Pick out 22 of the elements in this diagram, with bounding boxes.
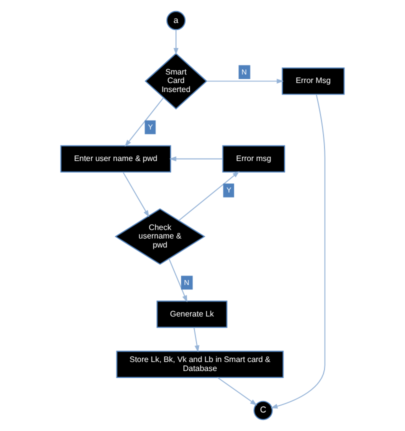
edge-label: Y xyxy=(148,122,153,132)
arrow xyxy=(217,377,258,406)
node-box: Error msg xyxy=(222,145,286,172)
node-diamond: Smart Card Inserted xyxy=(144,52,208,110)
arrow xyxy=(168,258,188,302)
node-circle: a xyxy=(166,10,186,30)
node-box: Error Msg xyxy=(282,68,345,95)
edge-label: N xyxy=(242,67,247,76)
arrow xyxy=(270,94,326,409)
node-box: Generate Lk xyxy=(156,300,228,328)
arrow xyxy=(122,172,150,218)
arrow xyxy=(206,78,284,84)
arrow xyxy=(194,327,200,352)
arrow xyxy=(178,171,240,221)
edge-label: N xyxy=(184,278,190,287)
node-box: Enter user name & pwd xyxy=(60,145,172,172)
node-circle: C xyxy=(254,400,273,420)
arrow xyxy=(124,97,164,147)
arrow xyxy=(169,156,224,162)
edge-label: Y xyxy=(226,186,232,195)
arrow xyxy=(174,29,178,55)
node-box: Store Lk, Bk, Vk and Lb in Smart card & Database xyxy=(116,350,284,378)
